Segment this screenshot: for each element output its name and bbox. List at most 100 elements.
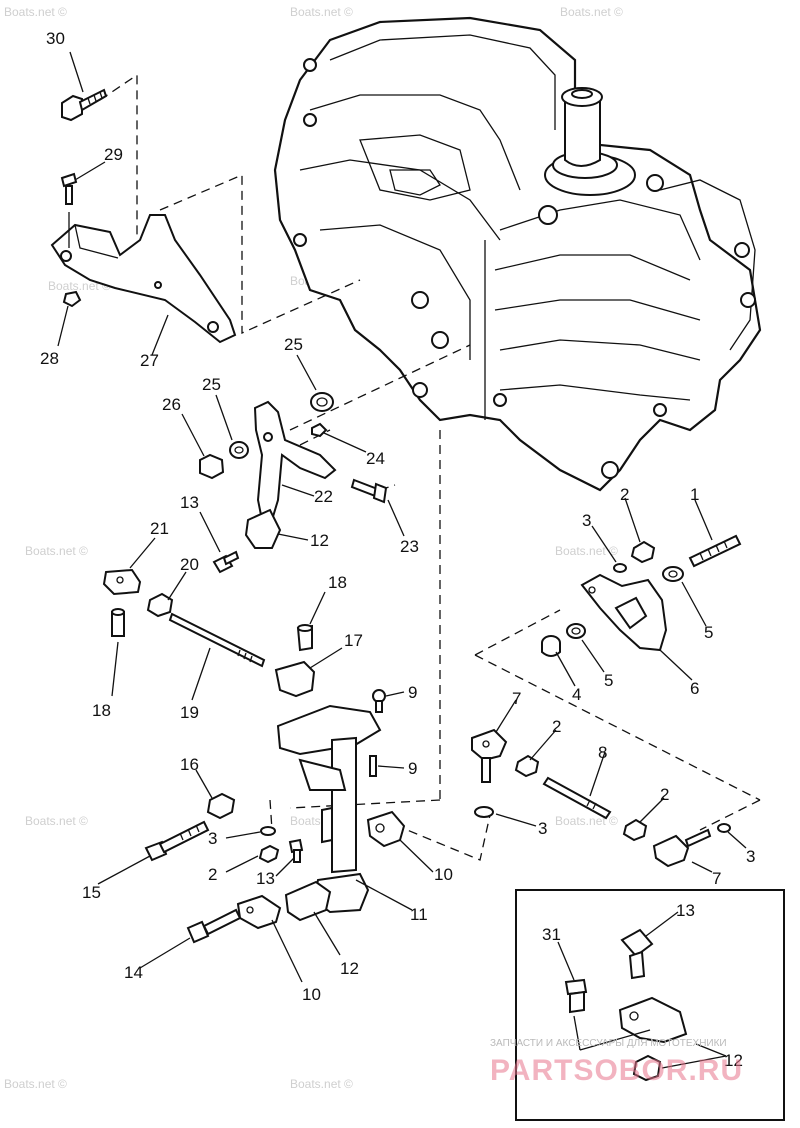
screw-31-inset	[564, 978, 588, 1014]
screw-13-inset	[620, 928, 654, 980]
callout-label: 6	[690, 679, 699, 698]
lever-shaft-11	[276, 704, 382, 914]
callout-label: 11	[410, 905, 428, 924]
link-end-7-upper	[471, 728, 508, 783]
callout-label: 5	[604, 671, 613, 690]
watermark-text: Boats.net ©	[25, 814, 88, 828]
washer-3-left	[260, 826, 276, 836]
ball-9	[372, 689, 386, 713]
leader-lines	[57, 51, 747, 1069]
callout-label: 12	[310, 531, 329, 550]
washer-25-lower	[229, 441, 249, 459]
screw-29	[60, 172, 78, 205]
callout-label: 16	[180, 755, 199, 774]
callout-label: 30	[46, 29, 65, 48]
pin-18-left	[111, 608, 125, 637]
nut-2-upper	[630, 540, 656, 564]
callout-label: 21	[150, 519, 169, 538]
callout-label: 22	[314, 487, 333, 506]
bracket-6	[580, 573, 668, 652]
callout-label: 2	[552, 717, 561, 736]
bracket-27	[50, 214, 237, 344]
block-21	[102, 568, 142, 596]
callout-label: 3	[746, 847, 755, 866]
watermark-text: Boats.net ©	[4, 1077, 67, 1091]
callout-label: 20	[180, 555, 199, 574]
watermark-text: Boats.net ©	[560, 5, 623, 19]
pin-9	[369, 755, 377, 777]
screw-13-upper	[212, 550, 240, 574]
watermark-text: Boats.net ©	[4, 5, 67, 19]
callout-labels: 30 29 28 27 25 25 26 24 22 23 12 13 21 2…	[40, 29, 755, 1070]
callout-label: 25	[202, 375, 221, 394]
brand-watermark: ЗАПЧАСТИ И АКСЕССУАРЫ ДЛЯ МОТОТЕХНИКИ PA…	[490, 1038, 742, 1087]
callout-label: 13	[256, 869, 275, 888]
callout-label: 24	[366, 449, 385, 468]
callout-label: 7	[512, 689, 521, 708]
nut-12-inset	[632, 1054, 662, 1082]
washer-3-upper	[613, 563, 627, 573]
nut-24	[311, 422, 328, 438]
spacer-4	[541, 635, 561, 657]
rod-19	[168, 612, 266, 668]
callout-label: 3	[582, 511, 591, 530]
callout-label: 17	[344, 631, 363, 650]
block-12-lower	[284, 880, 332, 922]
brand-tagline: ЗАПЧАСТИ И АКСЕССУАРЫ ДЛЯ МОТОТЕХНИКИ	[490, 1038, 727, 1049]
callout-label: 2	[620, 485, 629, 504]
watermark-text: Boats.net ©	[25, 544, 88, 558]
callout-label: 3	[208, 829, 217, 848]
callout-label: 10	[434, 865, 453, 884]
lever-22	[244, 400, 337, 549]
washer-3-right	[717, 823, 731, 833]
callout-label: 12	[724, 1051, 743, 1070]
block-10-right	[366, 810, 406, 848]
block-17	[274, 660, 316, 698]
nut-2-right	[622, 818, 648, 842]
callout-label: 25	[284, 335, 303, 354]
pin-18-right	[296, 624, 313, 652]
nut-20	[146, 592, 174, 618]
nut-26	[199, 453, 225, 480]
detail-inset	[515, 889, 785, 1121]
washer-5-right	[662, 566, 684, 582]
callout-label: 19	[180, 703, 199, 722]
callout-label: 8	[598, 743, 607, 762]
callout-label: 23	[400, 537, 419, 556]
link-end-7-lower	[652, 828, 712, 868]
powerhead-engine-block	[273, 16, 762, 492]
bolt-23	[350, 478, 388, 504]
nut-2-mid	[514, 754, 540, 778]
stud-1	[688, 534, 742, 568]
callout-label: 10	[302, 985, 321, 1004]
block-12-inset	[618, 996, 688, 1044]
callout-label: 2	[660, 785, 669, 804]
bolt-15	[144, 820, 210, 862]
callout-label: 13	[676, 901, 695, 920]
callout-label: 27	[140, 351, 159, 370]
watermark-text: Boats.net ©	[555, 544, 618, 558]
callout-label: 12	[340, 959, 359, 978]
screw-13-lower	[288, 838, 304, 863]
callout-label: 4	[572, 685, 581, 704]
watermark-text: Boats.net ©	[290, 5, 353, 19]
watermark-text: Boats.net ©	[290, 1077, 353, 1091]
callout-label: 7	[712, 869, 721, 888]
callout-label: 13	[180, 493, 199, 512]
callout-label: 18	[92, 701, 111, 720]
washer-5-mid	[566, 623, 586, 639]
callout-label: 3	[538, 819, 547, 838]
callout-label: 9	[408, 759, 417, 778]
callout-label: 2	[208, 865, 217, 884]
callout-label: 1	[690, 485, 699, 504]
callout-label: 15	[82, 883, 101, 902]
callout-label: 14	[124, 963, 143, 982]
nut-2-left	[258, 844, 280, 864]
rod-8	[542, 776, 612, 820]
watermark-text: Boats.net ©	[555, 814, 618, 828]
callout-label: 28	[40, 349, 59, 368]
assembly-guide-lines	[99, 73, 761, 861]
callout-label: 29	[104, 145, 123, 164]
callout-label: 5	[704, 623, 713, 642]
